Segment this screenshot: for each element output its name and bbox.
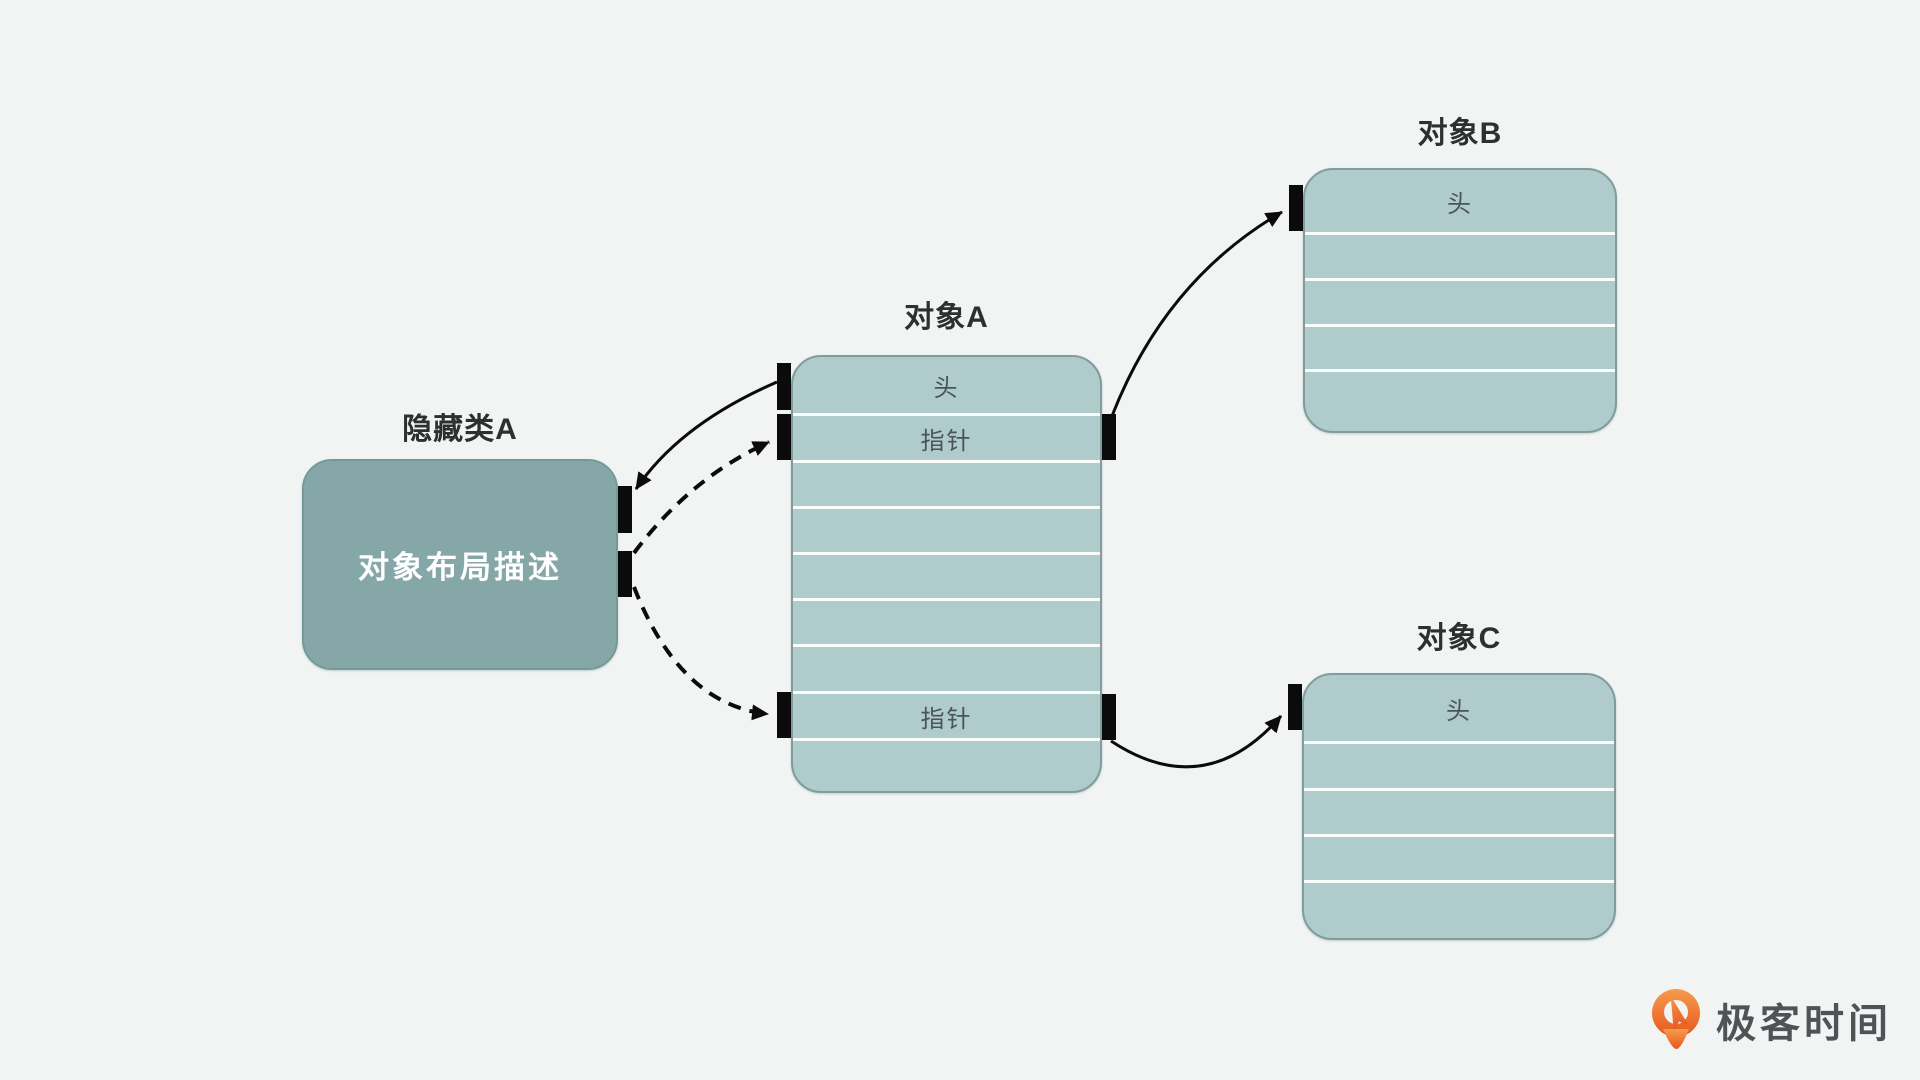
port-object-a-pointer2-left [777,692,791,738]
box-row-empty [793,460,1100,506]
row-label: 头 [1446,697,1472,725]
port-object-c-head-left [1288,684,1302,730]
object-b-rows: 头 [1305,170,1615,431]
box-row-empty [1304,834,1614,880]
edge-hiddenClassA-to-objectA-pointer1 [632,440,770,555]
row-label: 指针 [920,427,973,455]
object-c-rows: 头 [1304,675,1614,938]
box-row-empty [793,644,1100,691]
object-a-title: 对象A [904,301,989,334]
geektime-pin-q-icon [1652,989,1700,1050]
box-row-empty [793,506,1100,552]
object-c-title: 对象C [1416,622,1502,655]
object-a-box: 头指针指针 [791,355,1102,793]
row-label: 头 [1447,190,1473,218]
box-row-head: 头 [793,357,1100,413]
geektime-logo: 极客时间 [1650,988,1892,1052]
edge-objectA-head-to-hiddenClassA [634,380,778,490]
box-row-empty [1305,232,1615,278]
box-row-pointer: 指针 [793,413,1100,460]
box-row-head: 头 [1304,675,1614,741]
row-label: 头 [933,374,960,402]
box-row-head: 头 [1305,170,1615,232]
edge-objectA-pointer2-to-objectC-head [1110,715,1283,769]
hidden-class-a-box: 对象布局描述 [302,459,618,670]
geektime-logo-text: 极客时间 [1716,1002,1892,1046]
row-label: 指针 [920,705,973,733]
edge-objectA-pointer1-to-objectB-head [1110,210,1283,417]
object-c-box: 头 [1302,673,1616,940]
object-b-title: 对象B [1417,117,1503,150]
edge-hiddenClassA-to-objectA-pointer2 [632,586,769,721]
hidden-class-a-title: 隐藏类A [402,413,518,446]
box-row-pointer: 指针 [793,691,1100,738]
port-object-a-pointer1-right [1102,414,1116,460]
box-row-empty [1305,278,1615,324]
box-row-empty [1304,741,1614,788]
box-row-empty [793,552,1100,598]
port-object-b-head-left [1289,185,1303,231]
port-hidden-class-a-top [618,486,632,533]
box-row-empty [1304,880,1614,938]
hidden-class-a-label: 对象布局描述 [358,550,562,585]
object-b-box: 头 [1303,168,1617,433]
object-a-rows: 头指针指针 [793,357,1100,791]
box-row-empty [1304,788,1614,834]
box-row-empty [793,598,1100,644]
port-object-a-head-left [777,363,791,410]
port-object-a-pointer2-right [1102,694,1116,740]
box-row-empty [1305,324,1615,369]
box-row-empty [1305,369,1615,431]
port-hidden-class-a-bottom [618,551,632,597]
port-object-a-pointer1-left [777,414,791,460]
box-row-empty [793,738,1100,791]
